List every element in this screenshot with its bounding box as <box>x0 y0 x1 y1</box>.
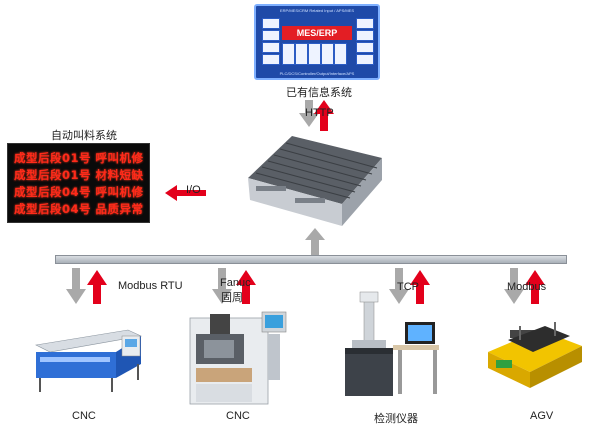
down-arrow-gray <box>212 268 232 304</box>
tcp-label: TCP <box>397 281 419 293</box>
http-label: HTTP <box>305 107 334 119</box>
fanuc-cn-label: 固周 <box>221 292 243 304</box>
mes-module <box>308 43 321 65</box>
left-arrow-red <box>165 185 206 201</box>
down-arrow-gray <box>299 100 319 127</box>
led-row: 成型后段01号 材料短缺 <box>14 168 144 182</box>
modbus-label: Modbus <box>507 281 547 293</box>
down-arrow-gray <box>389 268 409 304</box>
mes-module <box>262 30 280 41</box>
io-label: I/O <box>186 184 201 196</box>
mes-module <box>321 43 334 65</box>
led-display-panel: 成型后段01号 呼叫机修 成型后段01号 材料短缺 成型后段04号 呼叫机修 成… <box>7 143 150 223</box>
mes-module <box>262 42 280 53</box>
up-arrow-red <box>87 270 107 304</box>
down-arrow-gray <box>66 268 86 304</box>
agv-label: AGV <box>530 410 554 422</box>
cnc-machine-2 <box>189 311 287 405</box>
mes-module <box>334 43 347 65</box>
cnc-machine-1 <box>35 329 142 392</box>
cnc-label-2: CNC <box>226 410 250 422</box>
mes-top-caption: ERP/MES/CRM Related Input / APS/MES <box>279 8 355 13</box>
led-row: 成型后段01号 呼叫机修 <box>14 151 144 165</box>
mes-module <box>356 18 374 29</box>
mes-module <box>295 43 308 65</box>
inspection-instrument <box>345 291 439 396</box>
auto-call-system-label: 自动叫料系统 <box>51 130 117 142</box>
up-arrow-red <box>314 100 334 131</box>
mes-module <box>282 43 295 65</box>
cnc-label-1: CNC <box>72 410 96 422</box>
mes-title: MES/ERP <box>282 26 352 40</box>
agv-vehicle <box>488 322 582 388</box>
mes-bottom-caption: PLC/DCS/Controller/Output/Interface/APS <box>279 71 355 76</box>
gateway-device <box>248 136 382 226</box>
fanuc-label: Fanuc <box>220 277 251 289</box>
up-arrow-red <box>525 270 545 304</box>
inspection-label: 检测仪器 <box>374 413 418 425</box>
mes-module <box>262 54 280 65</box>
mes-module <box>356 30 374 41</box>
mes-erp-diagram: ERP/MES/CRM Related Input / APS/MES MES/… <box>254 4 380 80</box>
mes-module <box>356 42 374 53</box>
up-arrow-gray <box>305 228 325 255</box>
modbus-rtu-label: Modbus RTU <box>118 280 183 292</box>
led-row: 成型后段04号 呼叫机修 <box>14 185 144 199</box>
up-arrow-red <box>236 270 256 304</box>
down-arrow-gray <box>504 268 524 304</box>
up-arrow-red <box>410 270 430 304</box>
mes-module <box>262 18 280 29</box>
existing-system-label: 已有信息系统 <box>286 87 352 99</box>
led-row: 成型后段04号 品质异常 <box>14 202 144 216</box>
mes-module <box>356 54 374 65</box>
communication-bus <box>55 255 567 264</box>
